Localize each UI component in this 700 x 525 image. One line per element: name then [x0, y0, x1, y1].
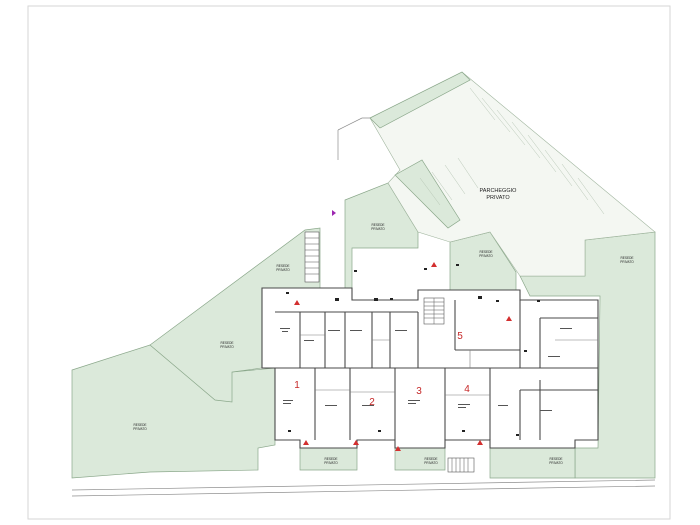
sheet-frame — [27, 5, 671, 520]
unit-numbers: 1 2 3 4 5 — [294, 331, 470, 408]
interior-walls — [275, 300, 598, 440]
room-annotations — [280, 328, 572, 411]
parking-strip-green — [369, 71, 471, 129]
garden-label-line1: RESEDE — [220, 341, 233, 345]
unit-number: 3 — [416, 386, 422, 397]
garden-label-line2: PRIVATO — [424, 461, 438, 465]
garden-label-line2: PRIVATO — [371, 227, 385, 231]
stair-icon — [423, 297, 445, 325]
parking-strip-green-2 — [394, 159, 461, 229]
garden-label-line2: PRIVATO — [620, 260, 634, 264]
garden-label-line2: PRIVATO — [276, 268, 290, 272]
parking-label-line2: PRIVATO — [486, 195, 510, 201]
garden-label-line2: PRIVATO — [324, 461, 338, 465]
garden-label-line1: RESEDE — [424, 457, 437, 461]
garden-label-line2: PRIVATO — [220, 345, 234, 349]
utility-symbols — [286, 264, 540, 436]
unit-number: 1 — [294, 380, 300, 391]
parking-label-line1: PARCHEGGIO — [480, 188, 518, 194]
access-path-north — [337, 117, 370, 131]
garden-label-line1: RESEDE — [276, 264, 289, 268]
garden-label-line1: RESEDE — [133, 423, 146, 427]
parking-label: PARCHEGGIO PRIVATO — [480, 188, 518, 201]
garden-label-line1: RESEDE — [620, 256, 633, 260]
garden-label-line1: RESEDE — [371, 223, 384, 227]
entrance-arrow-icon — [303, 440, 309, 445]
entrance-arrow-icon — [294, 300, 300, 305]
garden-label-line1: RESEDE — [549, 457, 562, 461]
parking-lot — [369, 71, 656, 277]
parking-bays — [419, 87, 605, 215]
garden-label-line2: PRIVATO — [479, 254, 493, 258]
entrance-arrow-icon — [431, 262, 437, 267]
garden-labels: RESEDE PRIVATO RESEDE PRIVATO RESEDE PRI… — [133, 223, 634, 465]
unit-number: 5 — [457, 331, 463, 342]
entrance-arrow-icon — [395, 446, 401, 451]
entrance-arrow-icon — [353, 440, 359, 445]
compass-marker-icon — [332, 210, 336, 216]
garden-label-line1: RESEDE — [324, 457, 337, 461]
entrance-markers — [294, 210, 512, 451]
stair-icon — [447, 457, 475, 473]
unit-number: 4 — [464, 384, 470, 395]
entrance-arrow-icon — [506, 316, 512, 321]
garden-label-line2: PRIVATO — [133, 427, 147, 431]
stair-icon — [304, 231, 320, 283]
garden-label-line1: RESEDE — [479, 250, 492, 254]
road — [71, 479, 656, 497]
garden-label-line2: PRIVATO — [549, 461, 563, 465]
entrance-arrow-icon — [477, 440, 483, 445]
unit-number: 2 — [369, 397, 375, 408]
